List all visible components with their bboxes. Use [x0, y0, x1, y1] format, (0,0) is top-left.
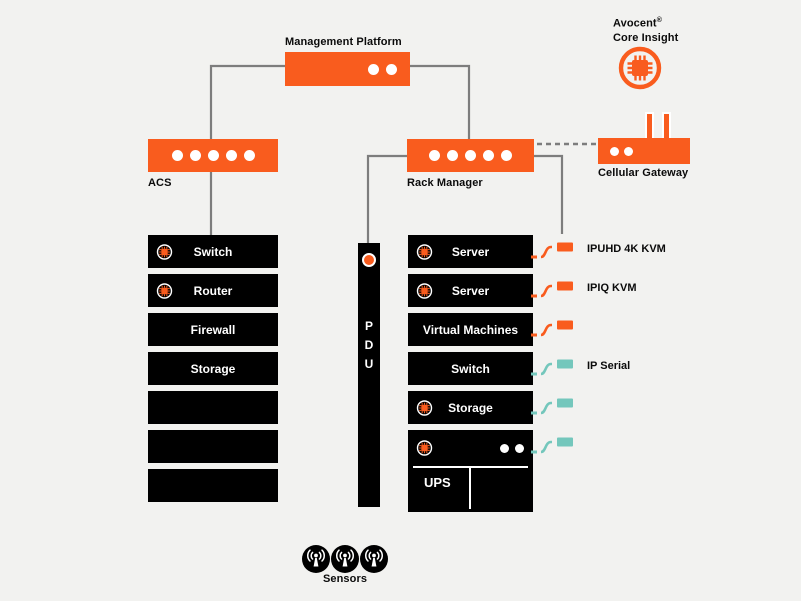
led-dot — [189, 150, 201, 161]
gateway-antenna — [645, 112, 654, 150]
led-dot — [465, 150, 476, 161]
line-rackmanager-to-kvm — [533, 154, 564, 234]
rack-unit-virtual-machines: Virtual Machines — [408, 313, 533, 346]
rack-unit-label: Switch — [451, 361, 490, 376]
chip-icon — [156, 243, 173, 260]
acs-box — [148, 139, 278, 172]
rack-unit-empty — [148, 391, 278, 424]
led-dot — [483, 150, 494, 161]
line-mp-to-rackmanager — [410, 64, 471, 139]
rack-unit-label: Router — [193, 283, 233, 298]
rack-unit-label: Virtual Machines — [422, 322, 519, 337]
led-dot — [368, 63, 379, 75]
led-dot — [386, 63, 397, 75]
rack-unit-label: Server — [451, 244, 490, 259]
led-dot — [447, 150, 458, 161]
rack-unit-label: Firewall — [190, 322, 236, 337]
led-dot — [207, 150, 219, 161]
rack-unit-storage: Storage — [408, 391, 533, 424]
rack-unit-server: Server — [408, 235, 533, 268]
led-dot — [500, 444, 509, 453]
chip-icon — [156, 282, 173, 299]
connector-label: IPIQ KVM — [587, 282, 637, 294]
chip-icon — [416, 399, 433, 416]
sensor-icon — [302, 545, 330, 573]
serial-dongle-icon — [531, 359, 573, 376]
led-dot — [171, 150, 183, 161]
registered-mark: ® — [656, 17, 662, 24]
pdu-bar: PDU — [358, 243, 380, 507]
rack-unit-label: Storage — [448, 400, 493, 415]
rack-unit-empty — [148, 469, 278, 502]
chip-icon — [416, 243, 433, 260]
management-platform-label: Management Platform — [285, 36, 402, 48]
chip-icon — [416, 440, 433, 456]
led-dot — [429, 150, 440, 161]
pdu-led-icon — [362, 253, 376, 267]
led-dot — [501, 150, 512, 161]
cellular-gateway-label: Cellular Gateway — [598, 167, 689, 179]
rack-unit-label: Storage — [190, 361, 236, 376]
line-rackmanager-to-pdu — [366, 154, 408, 243]
connector-label: IPUHD 4K KVM — [587, 243, 666, 255]
rack-unit-label: Switch — [193, 244, 233, 259]
kvm-dongle-icon — [531, 242, 573, 259]
rack-unit-switch: Switch — [148, 235, 278, 268]
rack-manager-label: Rack Manager — [407, 177, 483, 189]
core-insight-chip-icon — [618, 46, 662, 90]
right-rack: Server Server Virtual Machines Switch St… — [408, 235, 533, 512]
cellular-gateway-box — [598, 138, 690, 164]
serial-dongle-icon — [531, 437, 573, 454]
rack-unit-router: Router — [148, 274, 278, 307]
line-mp-to-acs — [209, 64, 285, 139]
led-dot — [225, 150, 237, 161]
led-dot — [515, 444, 524, 453]
rack-unit-ups: UPS — [408, 430, 533, 512]
led-dot — [610, 146, 619, 156]
acs-label: ACS — [148, 177, 172, 189]
rack-unit-server: Server — [408, 274, 533, 307]
management-platform-box — [285, 52, 410, 86]
rack-unit-firewall: Firewall — [148, 313, 278, 346]
pdu-label: PDU — [362, 319, 376, 376]
core-insight-title: Avocent® Core Insight — [613, 14, 678, 45]
rack-manager-box — [407, 139, 534, 172]
connector-label: IP Serial — [587, 360, 631, 372]
rack-unit-switch: Switch — [408, 352, 533, 385]
ups-divider-vertical — [469, 466, 471, 509]
ups-led-dots — [500, 444, 524, 453]
left-rack: Switch Router Firewall Storage — [148, 235, 278, 502]
gateway-antenna — [662, 112, 671, 150]
ups-label: UPS — [424, 475, 451, 490]
rack-unit-empty — [148, 430, 278, 463]
rack-unit-storage: Storage — [148, 352, 278, 385]
led-dot — [624, 146, 633, 156]
product-name: Core Insight — [613, 31, 679, 44]
rack-unit-label: Server — [451, 283, 490, 298]
sensor-icon — [331, 545, 359, 573]
chip-icon — [416, 282, 433, 299]
serial-dongle-icon — [531, 398, 573, 415]
kvm-dongle-icon — [531, 281, 573, 298]
kvm-dongle-icon — [531, 320, 573, 337]
sensors-label: Sensors — [322, 573, 368, 585]
led-dot — [243, 150, 255, 161]
sensor-icon — [360, 545, 388, 573]
brand-name: Avocent — [613, 17, 657, 30]
